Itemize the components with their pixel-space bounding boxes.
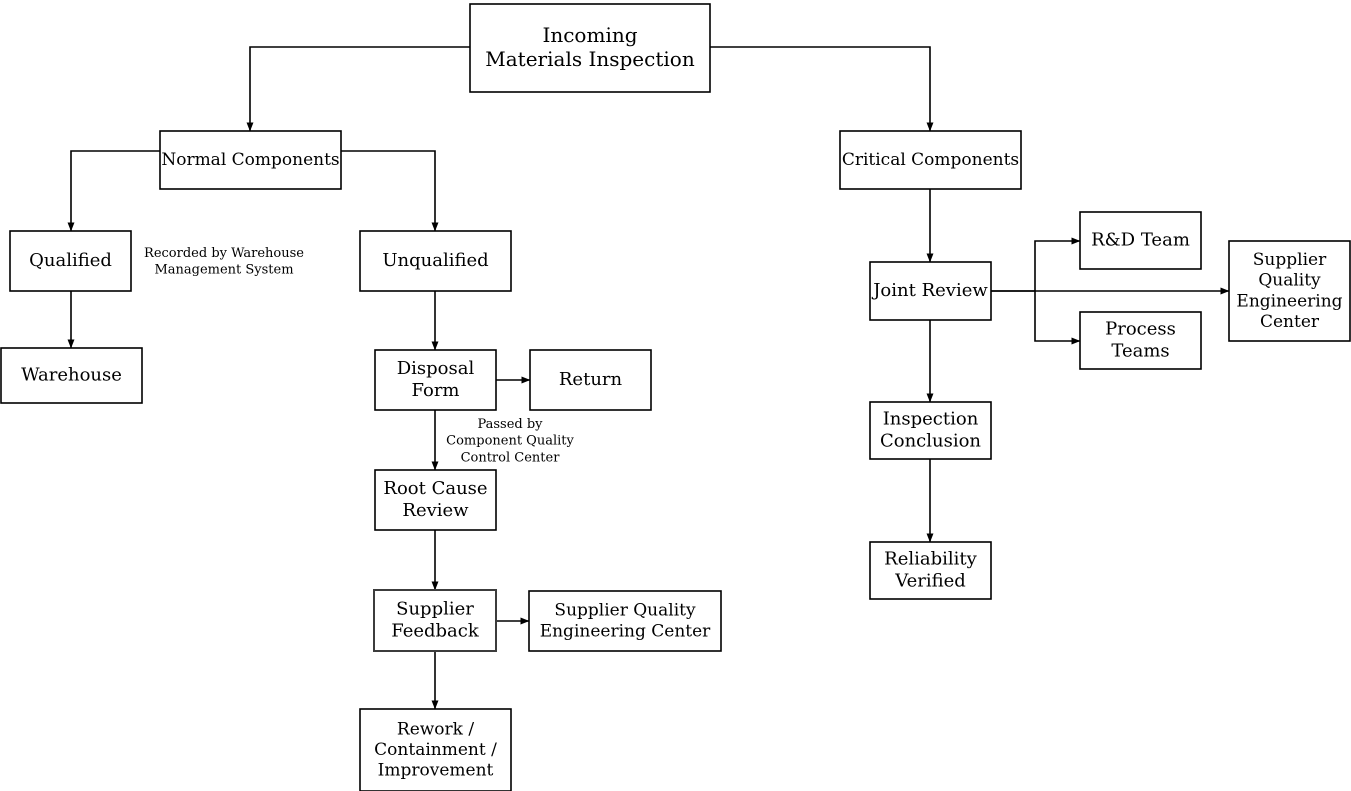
node-label-critical_components: Critical Components (842, 150, 1019, 170)
node-return[interactable]: Return (529, 349, 652, 411)
node-unqualified[interactable]: Unqualified (359, 230, 512, 292)
edge-joint-review-to-rd (991, 237, 1081, 292)
node-label-warehouse: Warehouse (21, 365, 122, 386)
node-normal_components[interactable]: Normal Components (159, 130, 342, 190)
node-joint_review[interactable]: Joint Review (869, 261, 992, 321)
edge-joint-review-to-process (1034, 291, 1081, 345)
node-critical_components[interactable]: Critical Components (839, 130, 1022, 190)
node-label-rework: Rework /Containment /Improvement (374, 719, 497, 780)
node-label-joint_review: Joint Review (871, 280, 988, 301)
edge-incoming-to-critical (710, 46, 934, 132)
node-rd_team[interactable]: R&D Team (1079, 211, 1202, 270)
node-box-supplier_feedback (373, 589, 497, 652)
node-box-rework (359, 708, 512, 791)
node-box-reliability_verified (869, 541, 992, 600)
node-warehouse[interactable]: Warehouse (0, 347, 143, 404)
node-label-qualified: Qualified (29, 250, 112, 271)
node-box-supplier_quality_center_right (1228, 240, 1351, 342)
node-box-disposal_form (374, 349, 497, 411)
node-label-return: Return (559, 369, 623, 390)
node-box-supplier_quality_center_mid (528, 590, 722, 652)
node-box-warehouse (0, 347, 143, 404)
edge-normal-to-unqualified (341, 150, 439, 232)
node-box-process_teams (1079, 311, 1202, 370)
node-box-joint_review (869, 261, 992, 321)
edge-normal-to-qualified (67, 150, 160, 232)
node-box-return (529, 349, 652, 411)
node-qualified[interactable]: Qualified (9, 230, 132, 292)
node-label-rd_team: R&D Team (1091, 230, 1190, 251)
node-box-normal_components (159, 130, 342, 190)
node-label-normal_components: Normal Components (161, 150, 339, 170)
node-box-qualified (9, 230, 132, 292)
node-box-root_cause_review (374, 469, 497, 531)
node-box-incoming (469, 3, 711, 93)
node-box-rd_team (1079, 211, 1202, 270)
node-box-inspection_conclusion (869, 401, 992, 460)
edge-incoming-to-normal (246, 46, 470, 132)
node-label-unqualified: Unqualified (382, 250, 488, 271)
node-box-unqualified (359, 230, 512, 292)
node-box-critical_components (839, 130, 1022, 190)
node-rework[interactable]: Rework /Containment /Improvement (359, 708, 512, 791)
edges-layer (67, 46, 1230, 710)
